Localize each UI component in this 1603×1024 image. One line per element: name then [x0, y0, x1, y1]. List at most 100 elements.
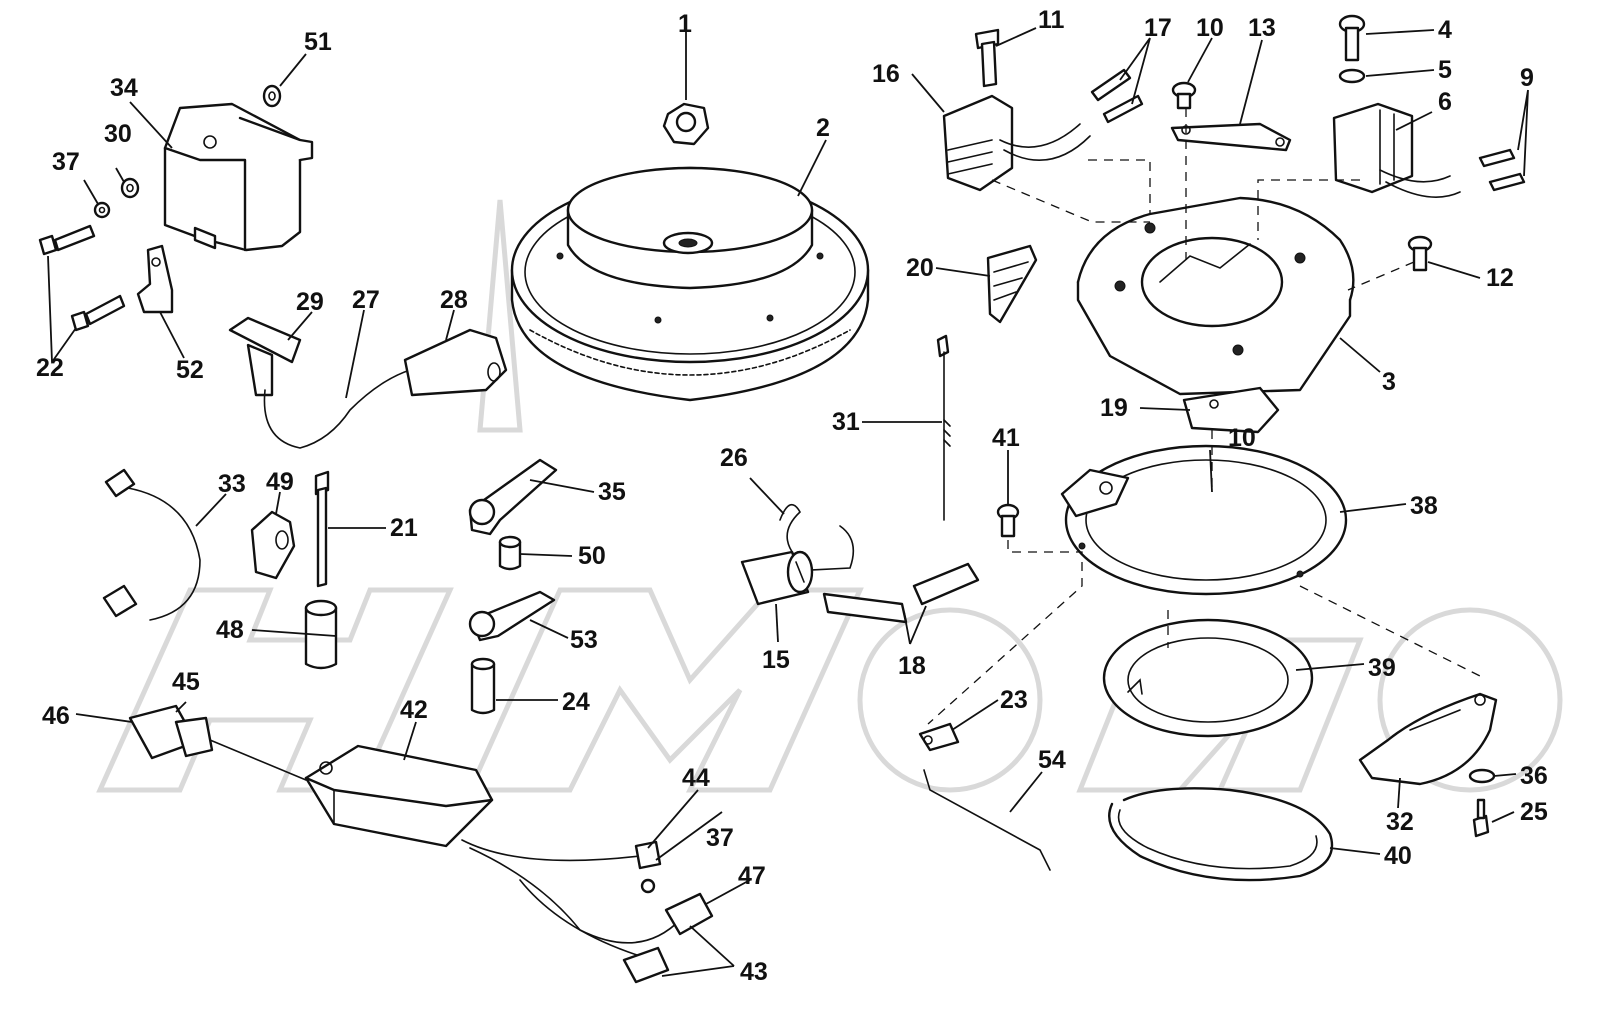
screw-11 [974, 28, 1000, 88]
clip-49 [250, 510, 296, 580]
callout-42: 42 [400, 696, 428, 724]
callout-21: 21 [390, 514, 418, 542]
screw-25 [1472, 798, 1490, 838]
screw-12 [1407, 235, 1433, 272]
callout-45: 45 [172, 668, 200, 696]
callout-30: 30 [104, 120, 132, 148]
callout-31: 31 [832, 408, 860, 436]
washer-36 [1468, 768, 1496, 784]
callout-13: 13 [1248, 14, 1276, 42]
ignition-coil [163, 102, 314, 252]
callout-35: 35 [598, 478, 626, 506]
long-screw-21 [314, 470, 330, 588]
screw-4 [1338, 14, 1366, 62]
hoses-18 [822, 562, 980, 624]
bracket-19 [1182, 386, 1280, 434]
grommet-15 [740, 550, 814, 606]
callout-9: 9 [1520, 64, 1534, 92]
callout-11: 11 [1038, 6, 1065, 34]
callout-46: 46 [42, 702, 70, 730]
callout-3: 3 [1382, 368, 1396, 396]
callout-23: 23 [1000, 686, 1028, 714]
callout-5: 5 [1438, 56, 1452, 84]
link-arm-53 [468, 590, 556, 642]
lock-washer-37 [93, 201, 111, 219]
clip-23 [918, 722, 960, 752]
callout-2: 2 [816, 114, 830, 142]
timer-base [1060, 444, 1348, 596]
callout-47: 47 [738, 862, 766, 890]
callout-10-center: 10 [1228, 424, 1256, 452]
power-pack-42 [304, 744, 494, 848]
callout-48: 48 [216, 616, 244, 644]
leader-lines [47, 27, 1529, 977]
flywheel-nut [662, 102, 710, 146]
bushing-24 [470, 657, 496, 715]
callout-16: 16 [872, 60, 900, 88]
coil-washer-51 [262, 84, 282, 108]
callout-39: 39 [1368, 654, 1396, 682]
callout-labels: 1 2 3 4 5 6 9 10 10 11 12 13 15 16 17 18… [36, 6, 1548, 986]
spacer-48 [304, 599, 338, 670]
callout-22: 22 [36, 354, 64, 382]
callout-40: 40 [1384, 842, 1412, 870]
ring-40 [1108, 787, 1334, 882]
screw-41 [996, 503, 1020, 538]
callout-36: 36 [1520, 762, 1548, 790]
coil-screws [38, 224, 126, 332]
screw-10-top [1171, 81, 1197, 110]
callout-44: 44 [682, 764, 710, 792]
callout-1: 1 [678, 10, 692, 38]
callout-4: 4 [1438, 16, 1452, 44]
callout-27: 27 [352, 286, 380, 314]
cable-tie-31 [936, 334, 951, 521]
terminal-strip-20 [986, 244, 1038, 324]
callout-20: 20 [906, 254, 934, 282]
terminals-9 [1478, 148, 1526, 192]
spark-plug-lead [228, 316, 508, 449]
callout-32: 32 [1386, 808, 1414, 836]
callout-37-bottom: 37 [706, 824, 734, 852]
connector-45-46 [128, 704, 307, 781]
retaining-ring-39 [1102, 618, 1314, 738]
callout-49: 49 [266, 468, 294, 496]
washer-5 [1338, 68, 1366, 84]
callout-37-top: 37 [52, 148, 80, 176]
callout-41: 41 [992, 424, 1020, 452]
callout-26: 26 [720, 444, 748, 472]
callout-50: 50 [578, 542, 606, 570]
callout-33: 33 [218, 470, 246, 498]
washer-30 [120, 177, 140, 199]
retainer-plate-13 [1170, 122, 1292, 152]
callout-34: 34 [110, 74, 138, 102]
callout-17: 17 [1144, 14, 1172, 42]
spring-26 [779, 503, 855, 571]
callout-53: 53 [570, 626, 598, 654]
callout-29: 29 [296, 288, 324, 316]
callout-25: 25 [1520, 798, 1548, 826]
flywheel [510, 166, 870, 402]
callout-12: 12 [1486, 264, 1514, 292]
callout-24: 24 [562, 688, 590, 716]
throttle-arm-35 [468, 458, 558, 536]
callout-10-top: 10 [1196, 14, 1224, 42]
callout-54: 54 [1038, 746, 1066, 774]
callout-6: 6 [1438, 88, 1452, 116]
stator-plate [1076, 196, 1355, 396]
callout-28: 28 [440, 286, 468, 314]
throttle-cam-32 [1358, 692, 1498, 786]
ground-lead [102, 468, 201, 621]
callout-43: 43 [740, 958, 768, 986]
wire-harness [461, 839, 714, 984]
assembly-lines [927, 108, 1481, 725]
charge-coil-16 [942, 94, 1091, 192]
sensor-coil-6 [1332, 102, 1461, 198]
lead-54 [923, 769, 1051, 871]
callout-52: 52 [176, 356, 204, 384]
callout-18: 18 [898, 652, 926, 680]
ground-clip [136, 244, 174, 314]
callout-38: 38 [1410, 492, 1438, 520]
callout-51: 51 [304, 28, 332, 56]
callout-19: 19 [1100, 394, 1128, 422]
